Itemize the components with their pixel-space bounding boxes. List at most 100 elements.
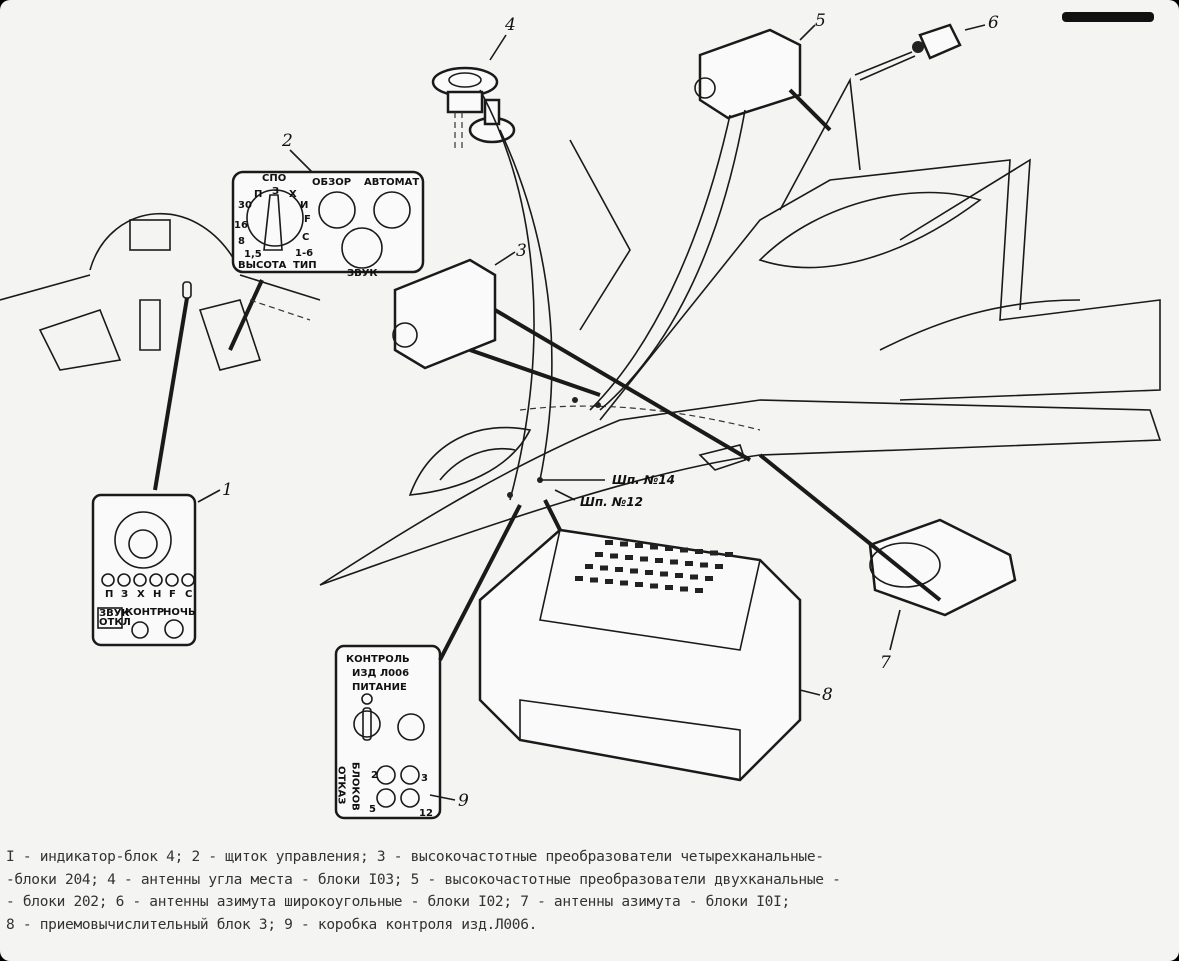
mode-label: Х <box>137 589 145 600</box>
vent-slot <box>575 576 583 581</box>
callout-3: 3 <box>516 241 527 261</box>
connector-points <box>507 397 605 501</box>
vent-slot <box>585 564 593 569</box>
avtomat-label: АВТОМАТ <box>364 177 419 188</box>
noch-label: НОЧЬ <box>163 607 196 618</box>
callout-1: 1 <box>222 480 233 500</box>
redaction-mark <box>1062 12 1154 22</box>
scale-label: 1,5 <box>244 249 262 260</box>
scale-label: С <box>302 232 309 243</box>
vent-slot <box>625 555 633 560</box>
obzor-label: ОБЗОР <box>312 177 351 188</box>
blokov-label: БЛОКОВ <box>350 762 361 811</box>
vent-slot <box>595 552 603 557</box>
vent-slot <box>630 568 638 574</box>
figure-caption: I - индикатор-блок 4; 2 - щиток управлен… <box>6 846 1166 936</box>
caption-line: 8 - приемовычислительный блок 3; 9 - кор… <box>6 916 538 933</box>
scale-label: 30 <box>238 200 252 211</box>
vent-slot <box>605 579 613 584</box>
vent-slot <box>680 586 688 592</box>
scale-label: П <box>254 189 262 200</box>
wide-azimuth-antenna-6: 6 <box>854 13 999 81</box>
kontr-label: КОНТР <box>125 607 164 618</box>
mode-lamp <box>181 573 195 587</box>
connector-12-label: Шп. №12 <box>580 495 643 509</box>
zvuk-label: ЗВУК <box>99 608 130 619</box>
vent-slot <box>685 561 693 566</box>
receiver-computer-block-8: 8 <box>478 499 833 782</box>
callout-5: 5 <box>815 11 826 31</box>
vent-slot <box>700 562 708 568</box>
vent-slot <box>650 544 658 550</box>
block-number: 2 <box>371 770 378 781</box>
control-panel-2: СПО ОБЗОР АВТОМАТ ЗВУК ВЫСОТА ТИП 30 16 … <box>231 131 425 279</box>
elevation-antennas-4: 4 <box>431 15 553 501</box>
vent-slot <box>670 559 678 565</box>
vent-slot <box>715 564 723 569</box>
panel9-title: КОНТРОЛЬ <box>346 654 410 665</box>
vent-slot <box>600 565 608 571</box>
scale-label: И <box>300 200 308 211</box>
vent-slot <box>620 541 628 547</box>
scale-label: З <box>272 186 279 197</box>
callout-9: 9 <box>458 791 469 811</box>
zvuk-label: ЗВУК <box>347 268 378 279</box>
block-number: 12 <box>419 808 433 819</box>
mode-lamp <box>117 573 131 587</box>
mode-label: Н <box>153 589 161 600</box>
vent-slot <box>675 573 683 578</box>
mode-label: С <box>185 589 192 600</box>
vent-slot <box>725 552 733 557</box>
hf-converter-3: 3 <box>392 241 752 462</box>
vent-slot <box>615 567 623 572</box>
vent-slot <box>690 574 698 580</box>
vent-slot <box>695 549 703 554</box>
callout-2: 2 <box>281 131 293 151</box>
callout-4: 4 <box>504 15 516 35</box>
vent-slot <box>610 553 618 559</box>
tip-label: ТИП <box>293 260 317 271</box>
hf-converter-5: 5 <box>589 11 832 411</box>
cockpit-view <box>0 212 321 491</box>
callout-6: 6 <box>988 13 999 33</box>
mode-label: П <box>105 589 113 600</box>
vent-slot <box>590 577 598 583</box>
vent-slot <box>705 576 713 581</box>
vent-slot <box>635 582 643 587</box>
callout-8: 8 <box>822 685 833 705</box>
scale-label: F <box>304 214 311 225</box>
block-number: 5 <box>369 804 376 815</box>
otkaz-label: ОТКАЗ <box>336 766 347 804</box>
azimuth-antenna-7: 7 <box>758 453 1017 673</box>
vent-slot <box>665 546 673 551</box>
mode-lamp <box>165 573 179 587</box>
mode-lamp <box>149 573 163 587</box>
scale-label: 1-6 <box>295 248 313 259</box>
vent-slot <box>650 583 658 589</box>
caption-line: I - индикатор-блок 4; 2 - щиток управлен… <box>6 849 824 865</box>
callout-7: 7 <box>880 653 891 673</box>
spo-label: СПО <box>262 173 286 184</box>
mode-label: З <box>121 589 128 600</box>
block-number: 3 <box>421 773 428 784</box>
scale-label: 8 <box>238 236 245 247</box>
vent-slot <box>655 558 663 563</box>
connector-14-label: Шп. №14 <box>612 473 675 487</box>
mode-lamp <box>133 573 147 587</box>
vent-slot <box>620 580 628 586</box>
mode-lamp <box>101 573 115 587</box>
vent-slot <box>635 543 643 548</box>
vent-slot <box>605 540 613 545</box>
aircraft-outline <box>319 77 1162 586</box>
panel9-subtitle: ИЗД Л006 <box>352 668 409 679</box>
vent-slot <box>660 571 668 577</box>
power-label: ПИТАНИЕ <box>352 682 407 693</box>
vent-slot <box>695 588 703 593</box>
scale-label: Х <box>289 189 297 200</box>
vent-slot <box>640 556 648 562</box>
control-box-9: КОНТРОЛЬ ИЗД Л006 ПИТАНИЕ ОТКАЗ БЛОКОВ 2… <box>334 504 522 820</box>
vent-slot <box>645 570 653 575</box>
vent-slot <box>665 585 673 590</box>
